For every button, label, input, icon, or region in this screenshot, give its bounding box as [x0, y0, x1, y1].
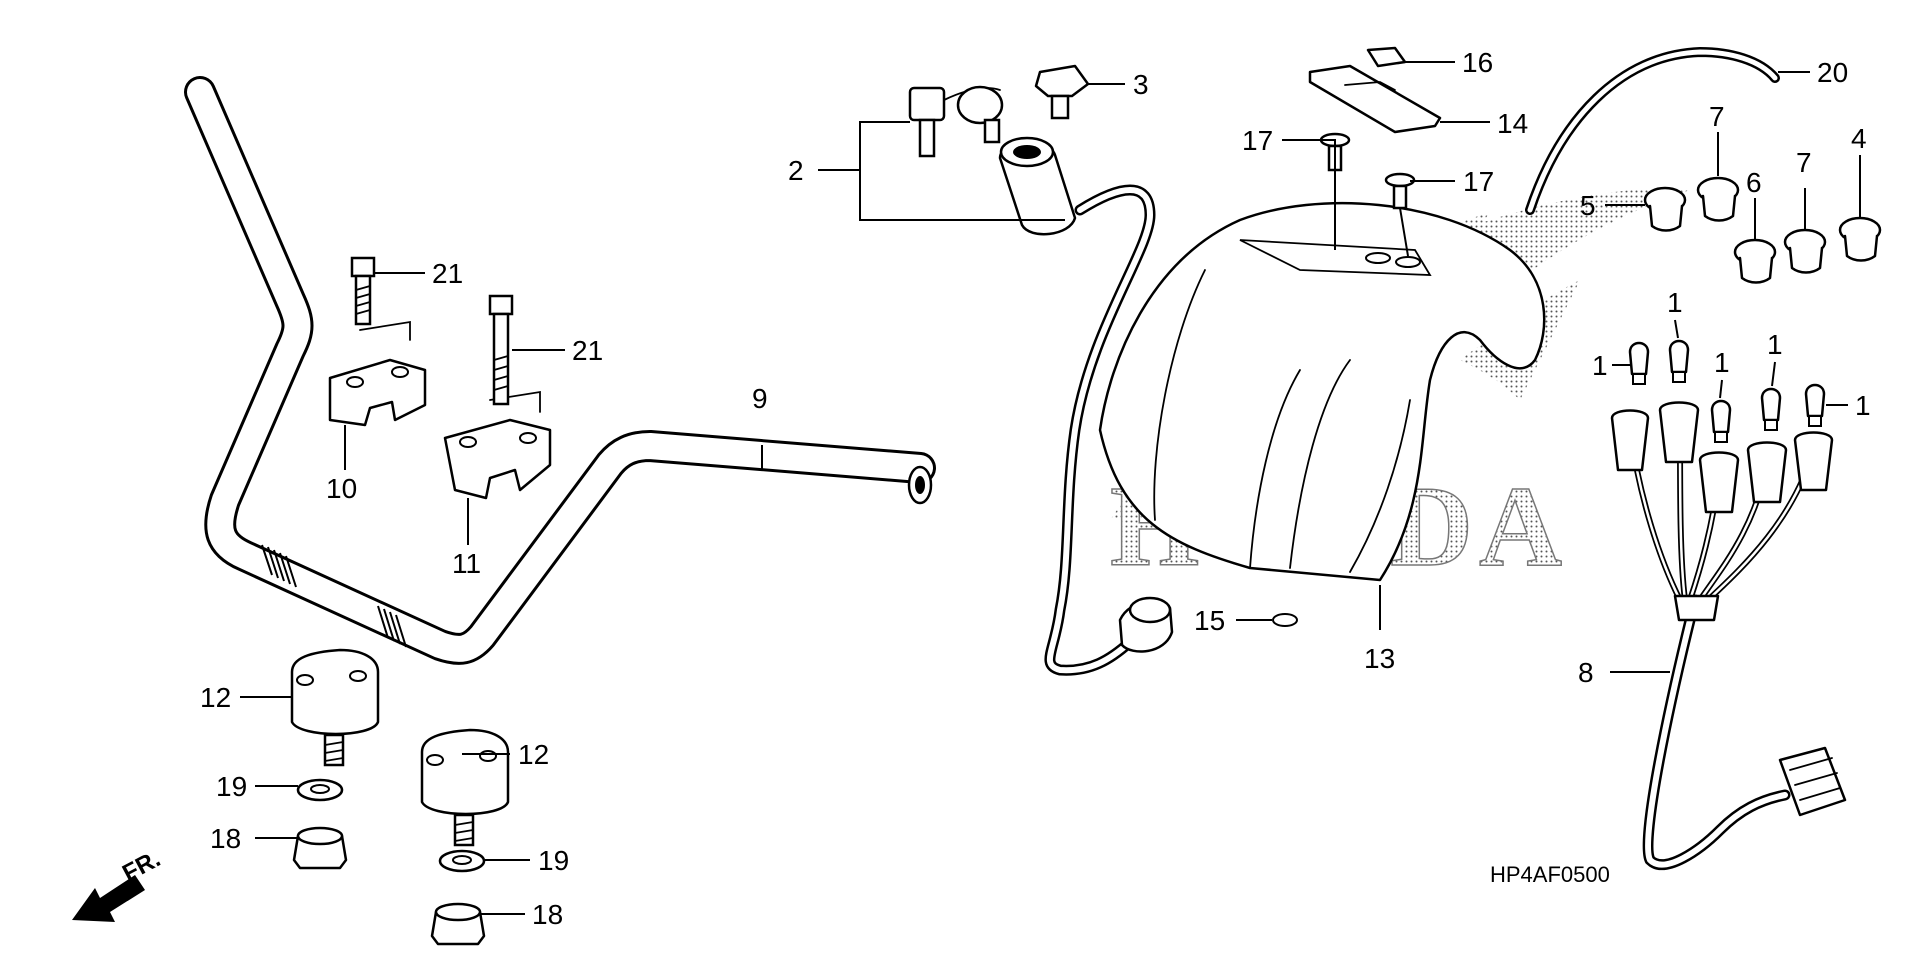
label-20: 20 [1817, 57, 1848, 88]
label-14: 14 [1497, 108, 1528, 139]
label-11: 11 [452, 548, 481, 579]
screw-17-b [1384, 172, 1416, 210]
label-7-b: 7 [1796, 147, 1812, 178]
label-2: 2 [788, 155, 804, 186]
panel-14 [1308, 64, 1442, 134]
label-6: 6 [1746, 167, 1762, 198]
ignition-switch-2 [998, 136, 1174, 676]
leader-lines [240, 61, 1861, 915]
label-13: 13 [1364, 643, 1395, 674]
washer-19-a [296, 778, 344, 802]
nut-18-b [430, 902, 486, 946]
washer-19-b [438, 849, 486, 873]
upper-holder-11 [443, 390, 552, 500]
grommet-5 [1643, 186, 1687, 232]
label-12-a: 12 [200, 682, 231, 713]
handlebar [184, 76, 936, 665]
washer-15 [1272, 613, 1298, 627]
label-8: 8 [1578, 657, 1594, 688]
diagram-code: HP4AF0500 [1490, 862, 1610, 887]
nut-18-a [292, 826, 348, 870]
ignition-key [908, 85, 1004, 158]
label-21-b: 21 [572, 335, 603, 366]
label-4: 4 [1851, 123, 1867, 154]
label-18-b: 18 [532, 899, 563, 930]
label-19-b: 19 [538, 845, 569, 876]
label-12-b: 12 [518, 739, 549, 770]
label-1-c: 1 [1714, 347, 1730, 378]
grommet-6 [1733, 238, 1777, 284]
label-21-a: 21 [432, 258, 463, 289]
meter-cover-13 [1098, 201, 1546, 582]
grommet-7-b [1783, 228, 1827, 274]
bulb-1-a [1628, 341, 1650, 385]
label-10: 10 [326, 473, 357, 504]
grommet-4 [1838, 216, 1882, 262]
lower-holder-12-a [290, 648, 380, 767]
label-17-b: 17 [1463, 166, 1494, 197]
lower-holder-12-b [420, 728, 510, 847]
knurl-left [261, 544, 297, 588]
bulb-1-b [1668, 339, 1690, 383]
label-17-a: 17 [1242, 125, 1273, 156]
label-15: 15 [1194, 605, 1225, 636]
label-9: 9 [752, 383, 768, 414]
label-1-d: 1 [1767, 329, 1783, 360]
label-3: 3 [1133, 69, 1149, 100]
bulb-1-e [1804, 383, 1826, 427]
label-19-a: 19 [216, 771, 247, 802]
label-5: 5 [1580, 190, 1596, 221]
label-1-e: 1 [1855, 390, 1871, 421]
bulb-1-d [1760, 387, 1782, 431]
front-direction-arrow: FR. [72, 845, 165, 922]
key-cap-3 [1034, 64, 1090, 120]
clip-16 [1366, 46, 1407, 68]
label-18-a: 18 [210, 823, 241, 854]
part-labels: 21 21 10 11 9 12 12 19 19 18 18 2 3 16 1… [200, 47, 1871, 930]
label-1-a: 1 [1592, 350, 1608, 381]
label-16: 16 [1462, 47, 1493, 78]
wire-harness-8 [1610, 401, 1847, 871]
bolt-21-b [488, 294, 514, 406]
label-1-b: 1 [1667, 287, 1683, 318]
knurl-right [377, 605, 407, 648]
tube-20 [1525, 46, 1780, 215]
bulb-1-c [1710, 399, 1732, 443]
front-direction-label: FR. [118, 845, 165, 887]
upper-holder-10 [328, 320, 427, 427]
bolt-21-a [350, 256, 376, 326]
label-7-a: 7 [1709, 101, 1725, 132]
grommet-7-a [1696, 176, 1740, 222]
